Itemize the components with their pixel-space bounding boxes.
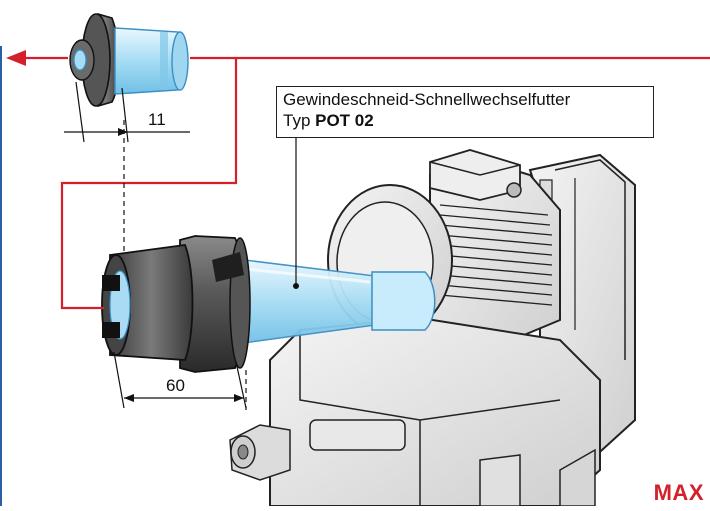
dim-arrow-right [234,394,244,402]
dimension-60: 60 [166,376,185,395]
dimension-11: 11 [148,110,166,129]
left-edge-bar [0,46,2,506]
dim-arrow-left [124,394,134,402]
chuck-holder [101,235,251,373]
glass-shank [227,257,436,346]
tap-insert [69,13,189,107]
dim-arrow-top [118,128,128,136]
leader-dot [293,283,299,289]
callout-type-code: POT 02 [315,111,374,130]
machine-housing [229,149,636,507]
callout-type-prefix: Typ [283,111,316,130]
brand-logo: MAX [653,480,704,505]
callout-line2: Typ POT 02 [283,110,653,131]
arrow-head [6,50,26,66]
exchange-arrow [22,56,710,310]
callout-label: Gewindeschneid-Schnellwechselfutter Typ … [276,86,654,138]
callout-line1: Gewindeschneid-Schnellwechselfutter [283,90,571,109]
